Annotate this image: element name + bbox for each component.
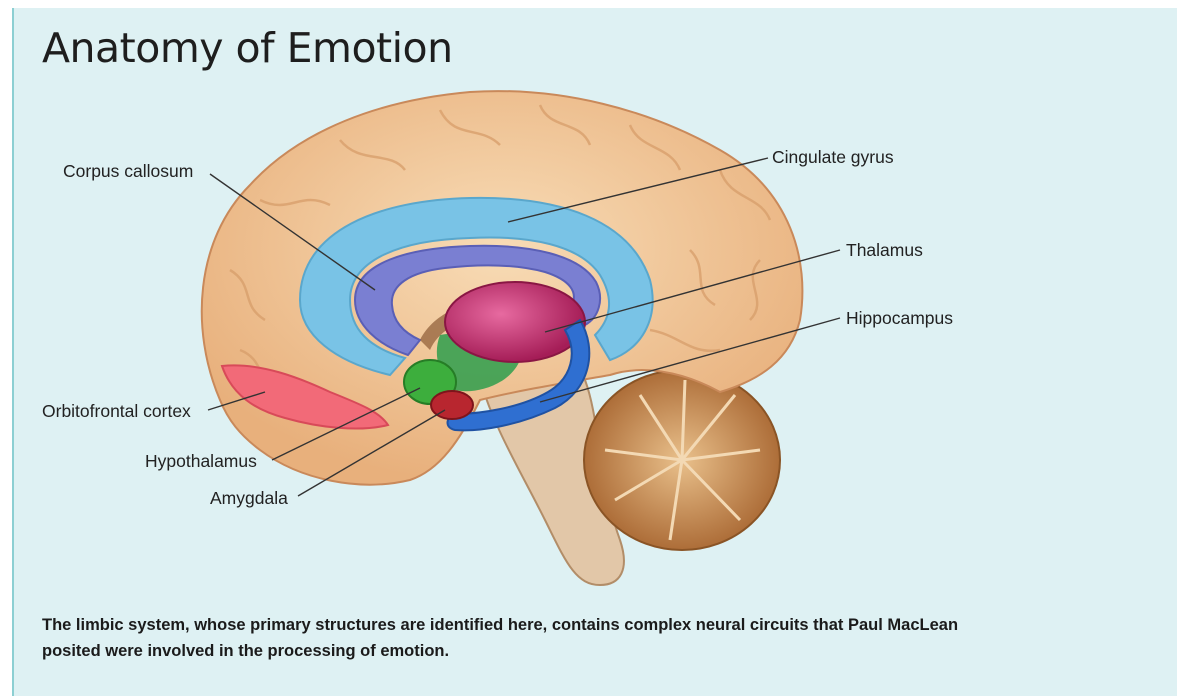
label-cingulate-gyrus: Cingulate gyrus — [772, 147, 894, 168]
thalamus — [445, 282, 585, 362]
figure-caption: The limbic system, whose primary structu… — [42, 612, 1002, 664]
label-hippocampus: Hippocampus — [846, 308, 953, 329]
label-amygdala: Amygdala — [210, 488, 288, 509]
label-corpus-callosum: Corpus callosum — [63, 161, 193, 182]
label-orbitofrontal-cortex: Orbitofrontal cortex — [42, 401, 191, 422]
label-thalamus: Thalamus — [846, 240, 923, 261]
label-hypothalamus: Hypothalamus — [145, 451, 257, 472]
